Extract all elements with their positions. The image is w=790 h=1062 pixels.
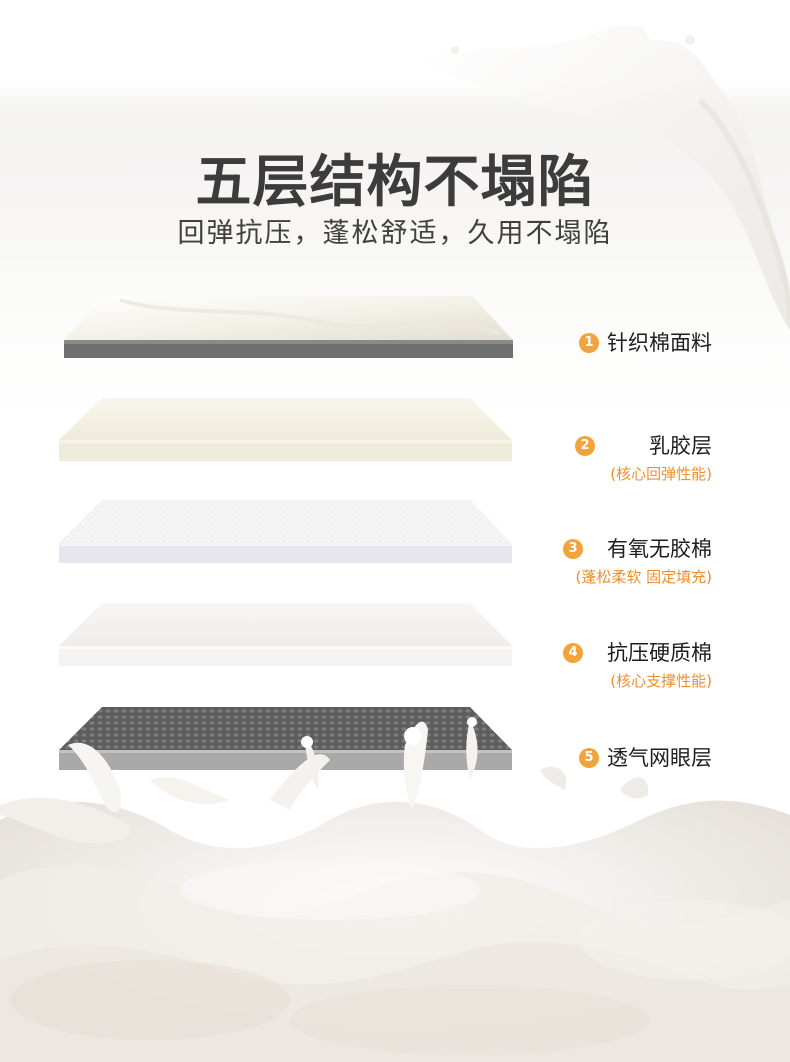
number-badge: 5 [579,748,599,768]
layer-5-mesh [59,707,512,770]
layer-label-2: 2 乳胶层 (核心回弹性能) [575,431,712,485]
layer-name: 透气网眼层 [607,746,712,770]
layer-label-1: 1 针织棉面料 [579,328,712,358]
layer-name: 乳胶层 [649,434,712,458]
layer-label-4: 4 抗压硬质棉 (核心支撑性能) [563,638,712,692]
page-title: 五层结构不塌陷 [195,150,595,215]
layer-name: 抗压硬质棉 [607,641,712,665]
layer-note: (蓬松柔软 固定填充) [575,568,712,586]
layer-1-knitted-fabric [64,296,513,358]
layer-note: (核心支撑性能) [610,672,712,690]
layer-name: 针织棉面料 [607,331,712,355]
layer-label-3: 3 有氧无胶棉 (蓬松柔软 固定填充) [563,534,712,588]
number-badge: 4 [563,643,583,663]
page-subtitle: 回弹抗压，蓬松舒适，久用不塌陷 [177,218,613,249]
layer-4-hard-cotton [59,603,512,666]
number-badge: 2 [575,436,595,456]
layer-3-non-glue-cotton [59,500,512,563]
layer-name: 有氧无胶棉 [607,537,712,561]
layer-note: (核心回弹性能) [610,465,712,483]
number-badge: 3 [563,539,583,559]
layer-2-latex [59,398,512,461]
number-badge: 1 [579,333,599,353]
layer-label-5: 5 透气网眼层 [579,743,712,773]
